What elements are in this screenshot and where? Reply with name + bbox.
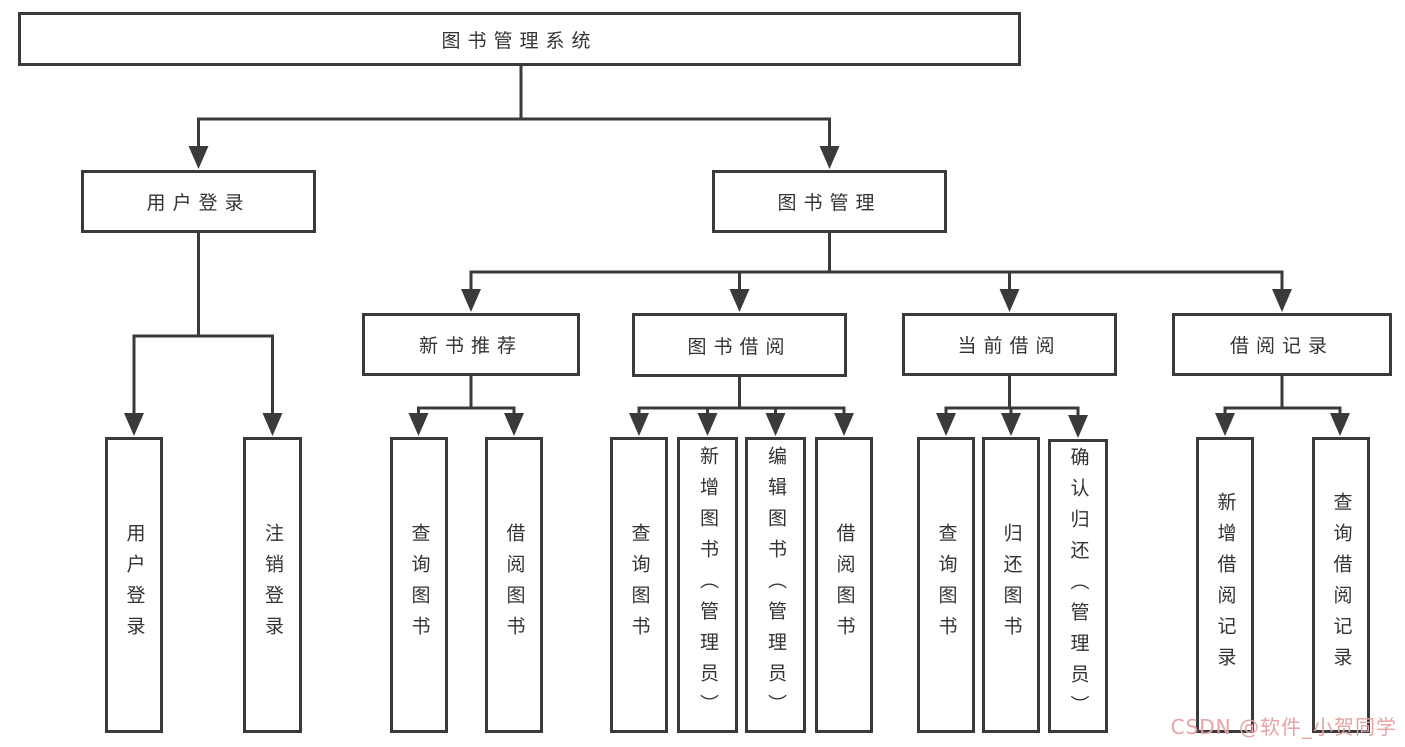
leaf-label: 确认归还（管理员） [1067,446,1090,726]
leaf-confirm-return-admin: 确认归还（管理员） [1048,439,1108,733]
node-user-login: 用户登录 [81,170,316,233]
node-label: 借阅记录 [1229,335,1334,357]
leaf-label: 查询图书 [935,523,958,647]
leaf-label: 借阅图书 [503,523,526,647]
leaf-borrow-books-borrowing: 借阅图书 [815,437,873,733]
leaf-query-books-borrowing: 查询图书 [610,437,668,733]
leaf-label: 新增借阅记录 [1214,492,1237,678]
leaf-logout: 注销登录 [243,437,302,733]
node-label: 图书管理 [777,192,882,214]
leaf-label: 查询图书 [628,523,651,647]
node-label: 当前借阅 [957,335,1062,357]
leaf-add-borrow-record: 新增借阅记录 [1196,437,1254,733]
leaf-label: 归还图书 [1000,523,1023,647]
node-root-system: 图书管理系统 [18,12,1021,66]
node-borrowing-records: 借阅记录 [1172,313,1392,376]
leaf-label: 用户登录 [123,523,146,647]
leaf-return-books: 归还图书 [982,437,1040,733]
leaf-label: 新增图书（管理员） [697,445,719,725]
node-label: 图书管理系统 [441,29,598,52]
node-label: 用户登录 [146,192,251,214]
leaf-label: 查询图书 [408,523,431,647]
leaf-query-books-recommend: 查询图书 [390,437,448,733]
leaf-label: 借阅图书 [833,523,856,647]
leaf-label: 注销登录 [262,523,284,647]
leaf-borrow-books-recommend: 借阅图书 [485,437,543,733]
leaf-label: 查询借阅记录 [1330,492,1353,678]
node-label: 图书借阅 [687,335,792,358]
node-book-management: 图书管理 [712,170,947,233]
node-label: 新书推荐 [418,335,523,357]
leaf-label: 编辑图书（管理员） [765,445,787,725]
node-current-borrowing: 当前借阅 [902,313,1117,376]
node-book-borrowing: 图书借阅 [632,313,847,377]
leaf-edit-books-admin: 编辑图书（管理员） [745,437,806,733]
leaf-query-books-current: 查询图书 [917,437,975,733]
leaf-add-books-admin: 新增图书（管理员） [677,437,738,733]
csdn-watermark: CSDN @软件_小贺同学 [1170,715,1397,739]
leaf-query-borrow-record: 查询借阅记录 [1312,437,1370,733]
leaf-user-login: 用户登录 [105,437,163,733]
node-new-book-recommendation: 新书推荐 [362,313,580,376]
